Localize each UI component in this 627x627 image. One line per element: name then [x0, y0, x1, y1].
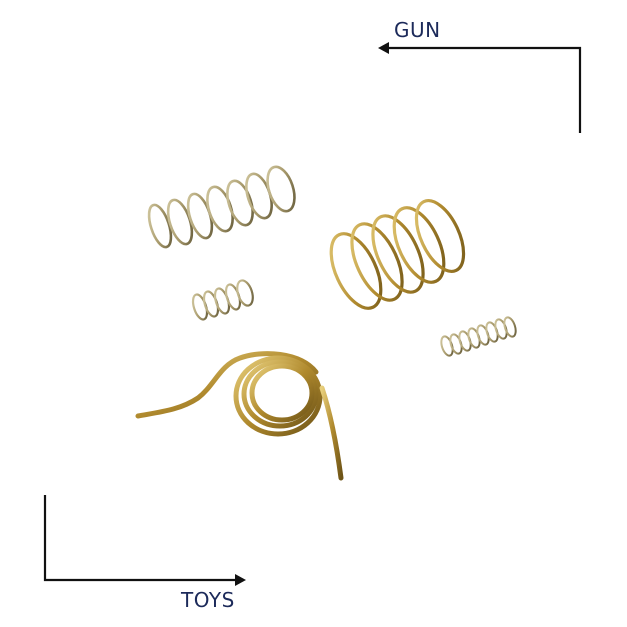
gun-label: GUN	[394, 18, 441, 42]
toys-label: TOYS	[181, 588, 235, 612]
arrow-left-icon	[378, 42, 582, 133]
long-compression-spring	[147, 165, 296, 249]
large-compression-spring	[329, 199, 466, 310]
small-compression-spring	[191, 279, 254, 321]
torsion-spring	[135, 351, 344, 481]
arrow-right-icon	[43, 495, 246, 586]
tiny-compression-spring	[440, 316, 517, 357]
